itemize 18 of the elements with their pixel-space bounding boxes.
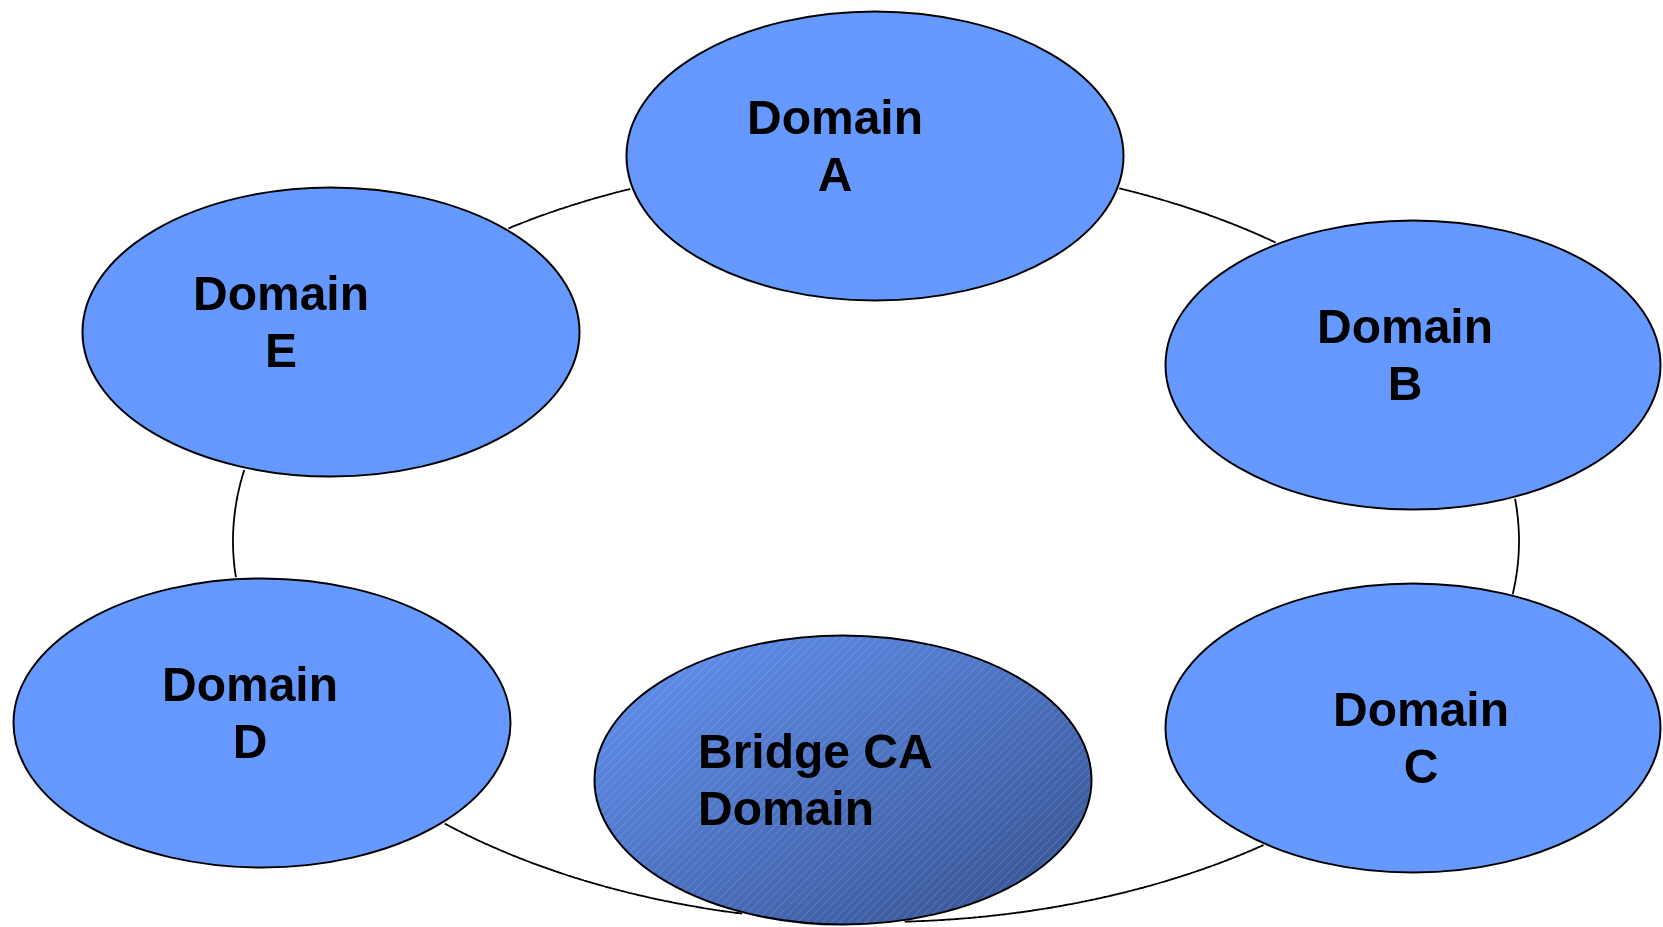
domain-ellipse — [1164, 219, 1662, 511]
domain-ellipse — [12, 577, 512, 869]
domain-ellipse — [81, 186, 581, 478]
connector-arc — [232, 469, 246, 579]
domain-ellipse — [1164, 582, 1662, 874]
connector-arc — [1511, 497, 1520, 596]
node-label: Bridge CA Domain — [698, 724, 933, 837]
connector-arc — [1118, 187, 1277, 244]
node-label: Domain E — [193, 266, 369, 379]
node-label: Domain D — [162, 657, 338, 770]
node-label: Domain C — [1333, 682, 1509, 795]
node-label: Domain A — [747, 90, 923, 203]
connector-arc — [443, 822, 743, 915]
connector-arc — [507, 188, 632, 230]
domain-ellipse — [593, 634, 1093, 926]
domain-ellipse — [625, 10, 1125, 302]
connector-arc — [903, 844, 1265, 923]
node-label: Domain B — [1317, 299, 1493, 412]
